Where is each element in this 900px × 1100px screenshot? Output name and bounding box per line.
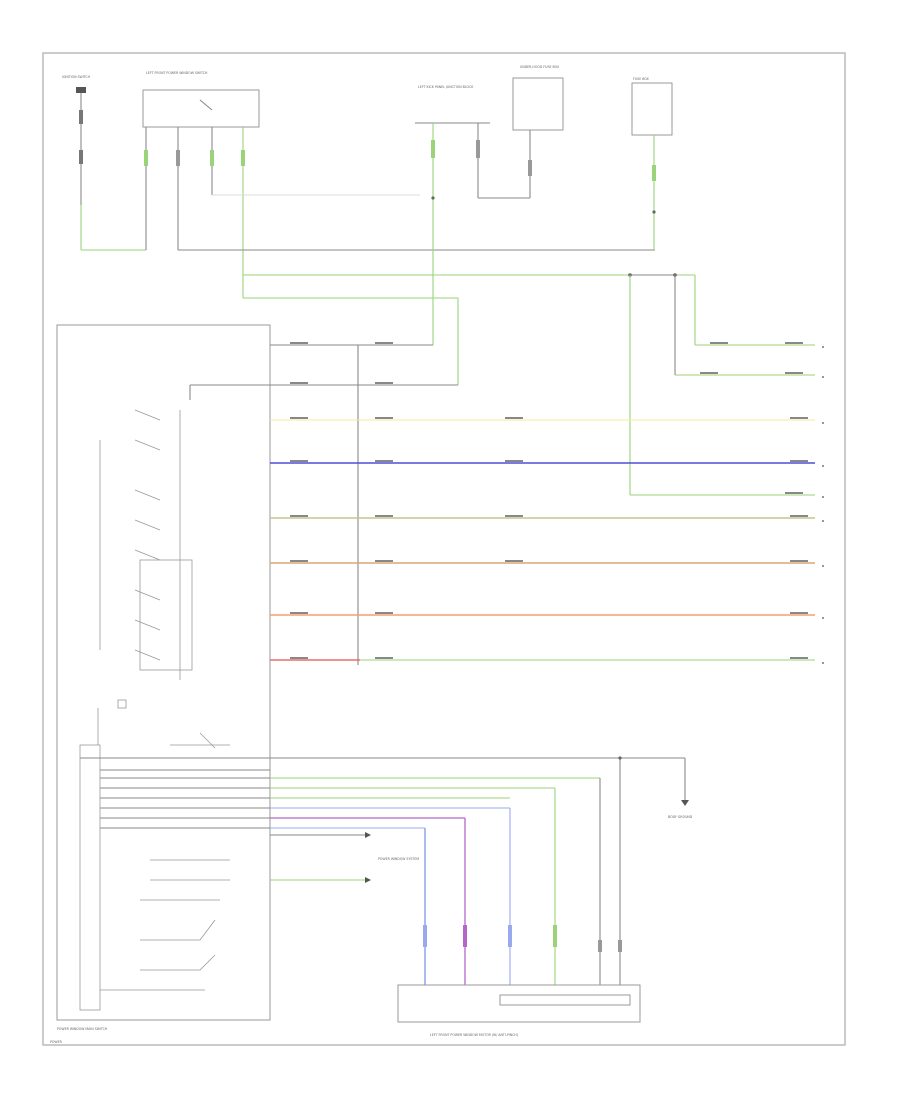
footer-left: POWER [50,1040,63,1044]
module-caption: POWER WINDOW MAIN SWITCH [57,1027,108,1031]
ignition-switch-symbol [76,87,146,251]
fuse-right-label: FUSE BOX [633,77,650,81]
power-window-main-switch-box [56,324,271,1021]
small-system-label: POWER WINDOW SYSTEM [378,857,419,861]
diagram-frame [42,52,846,1046]
lf-motor-caption: LEFT FRONT POWER WINDOW MOTOR (W/ ANTI-P… [430,1033,518,1037]
junction-block [415,122,530,345]
lf-power-window-motor [397,984,641,1023]
junction-block-label: LEFT KICK PANEL JUNCTION BLOCK [418,85,474,89]
lf-window-switch [142,89,260,298]
fuse-box-label: UNDER-HOOD FUSE BOX [520,65,560,69]
under-hood-fuse-box [512,77,564,198]
right-fuse-box [631,82,673,250]
ignition-label: IGNITION SWITCH [62,75,91,79]
right-terminals [822,346,824,664]
ground-right-label: BODY GROUND [668,815,693,819]
lf-window-switch-label: LEFT FRONT POWER WINDOW SWITCH [146,71,208,75]
internal-switch-contacts [79,409,193,1011]
